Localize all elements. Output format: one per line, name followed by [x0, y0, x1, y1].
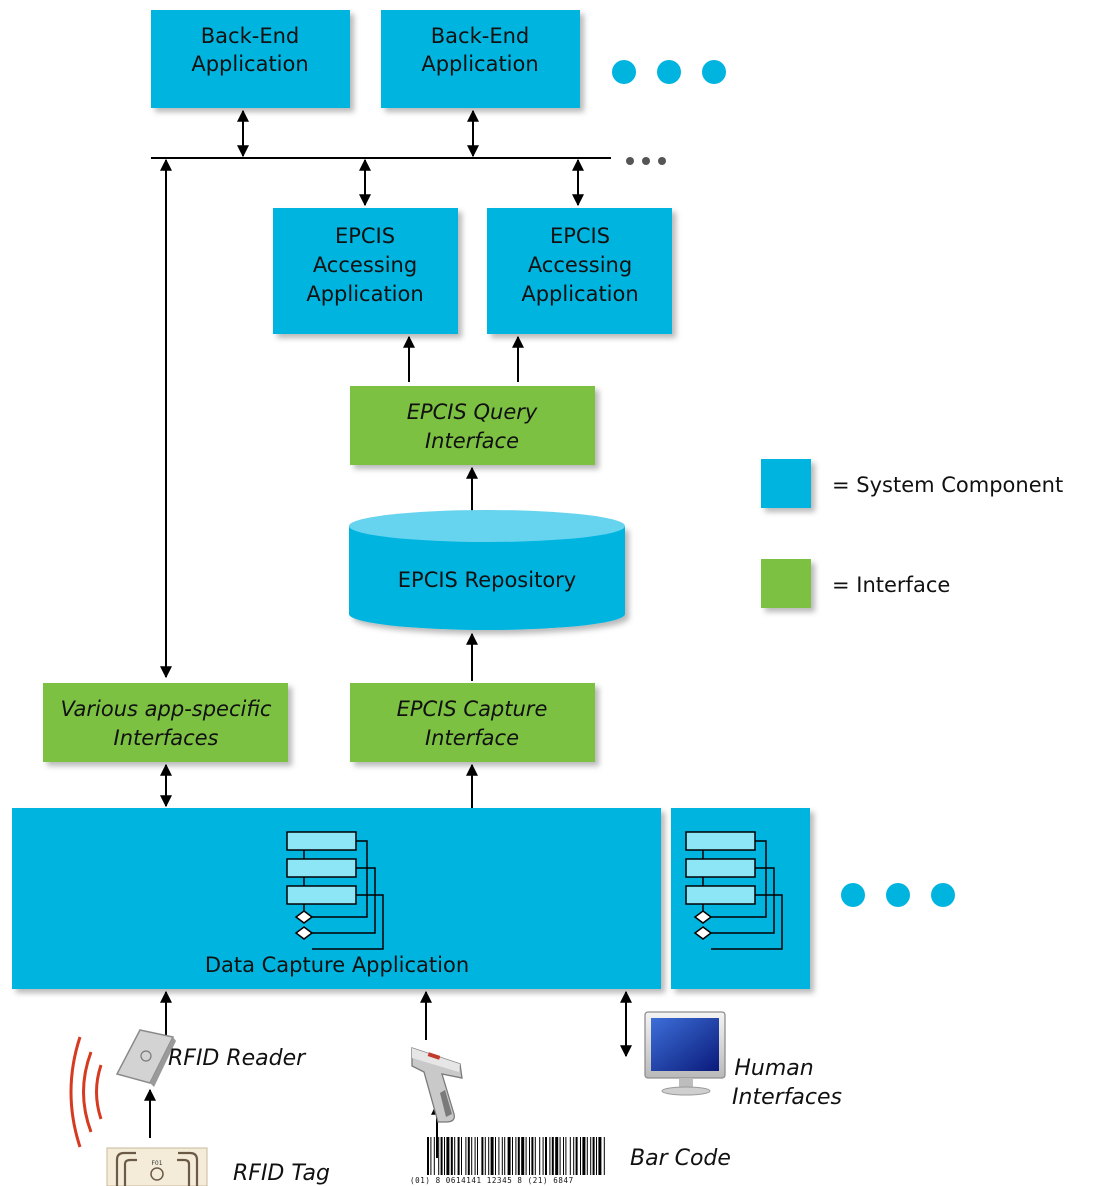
process-flow-icon-2 [685, 831, 783, 950]
barcode-icon [427, 1137, 605, 1175]
capture-interface-line2: Interface [425, 726, 519, 750]
data-capture-label: Data Capture Application [205, 953, 469, 977]
legend-system-label: = System Component [832, 473, 1063, 497]
more-backend-ellipsis [612, 60, 726, 84]
backend-app-2-line1: Back-End [431, 24, 529, 48]
epcis-accessing-app-1: EPCIS Accessing Application [273, 208, 458, 334]
rfid-tag-mark: F01 [151, 1160, 162, 1167]
process-flow-icon [286, 831, 384, 950]
epcis-capture-interface: EPCIS Capture Interface [350, 683, 595, 762]
backend-app-1: Back-End Application [151, 10, 350, 108]
epcis-accessing-app-2: EPCIS Accessing Application [487, 208, 672, 334]
legend-system-swatch [761, 459, 811, 508]
backend-app-1-line1: Back-End [201, 24, 299, 48]
more-capture-ellipsis [841, 883, 955, 907]
various-interfaces-line1: Various app-specific [61, 697, 272, 721]
legend-interface-label: = Interface [832, 573, 950, 597]
rfid-reader-icon [115, 1029, 176, 1087]
barcode-digits: (01) 8 0614141 12345 8 (21) 6847 [410, 1176, 574, 1185]
bar-code-label: Bar Code [630, 1146, 731, 1171]
rfid-waves-icon [69, 1036, 103, 1148]
epcis-query-interface: EPCIS Query Interface [350, 386, 595, 465]
legend: = System Component = Interface [761, 459, 1063, 608]
epcis-access-1-line1: EPCIS [335, 224, 395, 248]
backend-app-2-line2: Application [421, 52, 538, 76]
human-interfaces-line1: Human [734, 1056, 813, 1081]
rfid-reader-label: RFID Reader [168, 1046, 307, 1071]
legend-interface-swatch [761, 559, 811, 608]
epcis-access-2-line1: EPCIS [550, 224, 610, 248]
backend-app-1-line2: Application [191, 52, 308, 76]
barcode-scanner-icon [411, 1047, 463, 1123]
various-interfaces-line2: Interfaces [114, 726, 219, 750]
epcis-access-1-line3: Application [306, 282, 423, 306]
human-interfaces-line2: Interfaces [732, 1085, 842, 1110]
repository-label: EPCIS Repository [398, 568, 576, 592]
backend-app-2: Back-End Application [381, 10, 580, 108]
various-app-specific-interfaces: Various app-specific Interfaces [43, 683, 288, 762]
rfid-tag-icon: F01 [106, 1147, 208, 1186]
monitor-icon [644, 1011, 726, 1096]
epcis-repository: EPCIS Repository [349, 510, 625, 630]
rfid-tag-label: RFID Tag [233, 1161, 330, 1186]
query-interface-line1: EPCIS Query [407, 400, 538, 424]
epcis-access-2-line2: Accessing [528, 253, 632, 277]
epcis-access-2-line3: Application [521, 282, 638, 306]
bus-ellipsis [626, 157, 666, 165]
capture-interface-line1: EPCIS Capture [397, 697, 548, 721]
query-interface-line2: Interface [425, 429, 519, 453]
epcis-access-1-line2: Accessing [313, 253, 417, 277]
